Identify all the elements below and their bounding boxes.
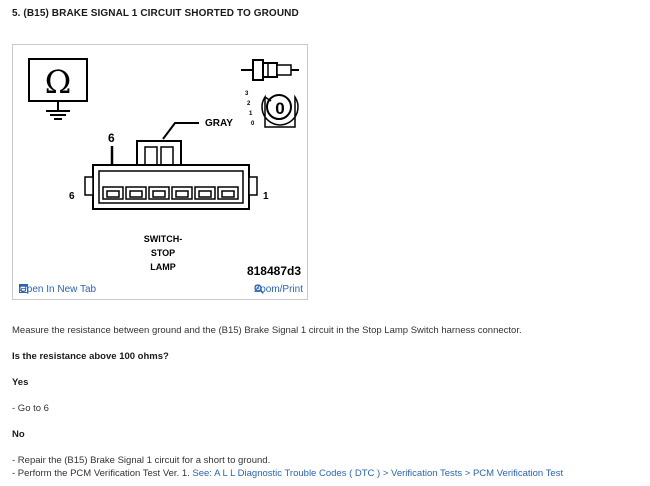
component-label-line3: LAMP <box>150 262 176 272</box>
svg-text:Ω: Ω <box>45 63 72 101</box>
harness-connector <box>84 140 258 210</box>
magnifier-icon <box>254 284 264 294</box>
yes-action: - Go to 6 <box>12 403 49 414</box>
page-title: 5. (B15) BRAKE SIGNAL 1 CIRCUIT SHORTED … <box>12 8 299 19</box>
test-lead-icon <box>241 59 299 81</box>
figure-footer: Open In New Tab Zoom/Print <box>13 281 307 297</box>
diagram-drawing: Ω 3 2 1 0 0 GRAY <box>28 58 301 278</box>
no-action-verify: - Perform the PCM Verification Test Ver.… <box>12 468 563 479</box>
svg-text:0: 0 <box>275 99 284 118</box>
question-text: Is the resistance above 100 ohms? <box>12 351 169 362</box>
svg-text:0: 0 <box>251 121 255 127</box>
open-in-new-tab-label: Open In New Tab <box>19 284 97 295</box>
no-heading: No <box>12 429 25 440</box>
no-action-repair: - Repair the (B15) Brake Signal 1 circui… <box>12 455 271 466</box>
open-tab-icon <box>19 284 28 293</box>
pin-callout: 6 <box>108 131 115 145</box>
figure-id: 818487d3 <box>247 264 301 278</box>
zoom-print-link[interactable]: Zoom/Print <box>254 284 303 295</box>
pin-label-left: 6 <box>69 191 75 202</box>
yes-heading: Yes <box>12 377 29 388</box>
zoom-print-label: Zoom/Print <box>254 284 303 295</box>
svg-text:2: 2 <box>247 101 251 107</box>
wire-color-label: GRAY <box>205 118 233 129</box>
rotary-selector-icon: 3 2 1 0 0 <box>245 91 299 128</box>
svg-text:3: 3 <box>245 91 249 97</box>
pin-label-right: 1 <box>263 191 269 202</box>
instruction-text: Measure the resistance between ground an… <box>12 325 522 336</box>
svg-text:1: 1 <box>249 111 253 117</box>
component-label-line1: SWITCH- <box>144 234 183 244</box>
connector-diagram: Ω 3 2 1 0 0 GRAY <box>12 44 308 300</box>
component-label-line2: STOP <box>151 248 175 258</box>
ohmmeter-icon: Ω <box>28 58 88 120</box>
pcm-verification-test-link[interactable]: See: A L L Diagnostic Trouble Codes ( DT… <box>192 468 564 479</box>
no-action-verify-text: - Perform the PCM Verification Test Ver.… <box>12 468 193 479</box>
open-in-new-tab-link[interactable]: Open In New Tab <box>19 284 96 295</box>
